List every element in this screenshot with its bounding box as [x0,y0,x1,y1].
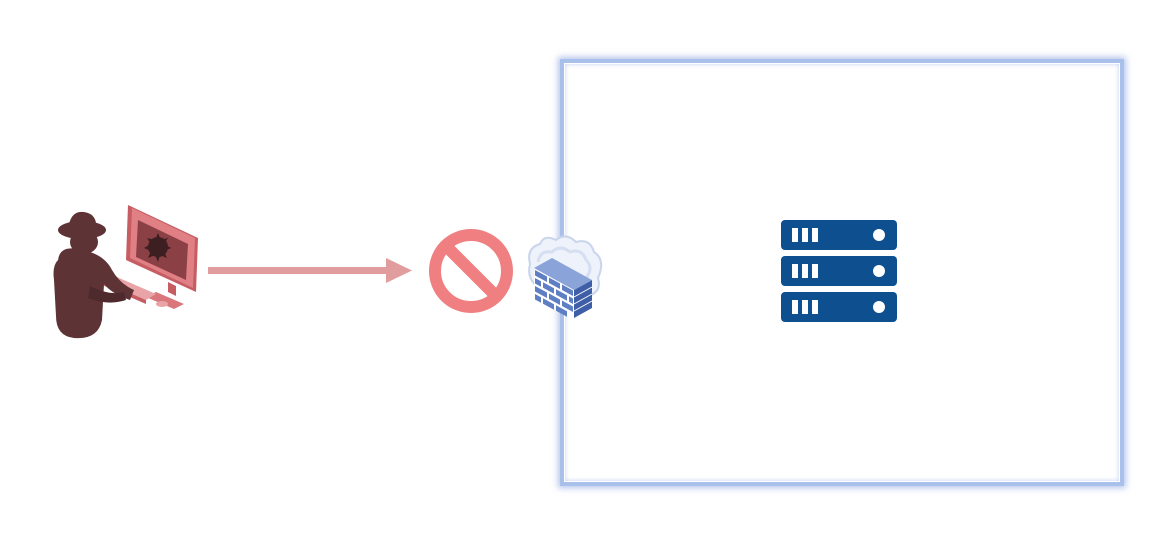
no-entry-icon [429,229,513,313]
server-rack-icon [781,220,897,322]
firewall-icon [528,235,603,318]
attack-arrow [208,258,412,283]
hacker-at-computer-icon [53,205,198,339]
